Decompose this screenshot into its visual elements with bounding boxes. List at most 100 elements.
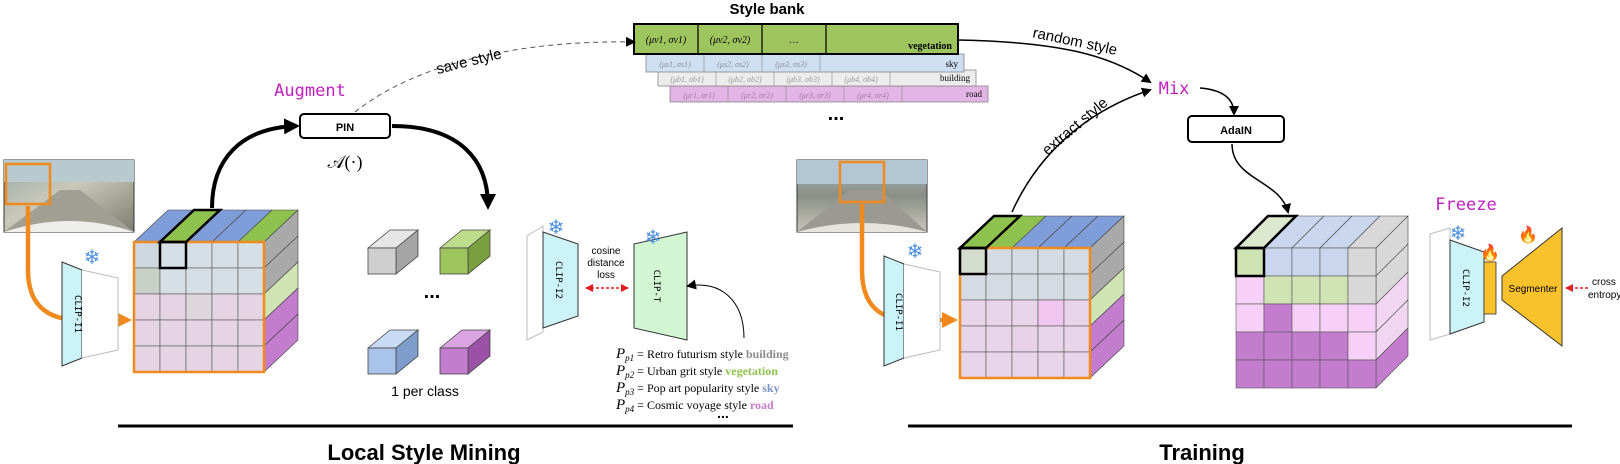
cube-cell bbox=[237, 319, 265, 347]
cube-cell bbox=[1291, 331, 1321, 361]
style-bank-row-vegetation: (μv1, σv1)(μv2, σv2)…vegetation bbox=[633, 23, 959, 55]
cube-cell bbox=[185, 319, 213, 347]
snowflake-icon: ❄ bbox=[1450, 223, 1467, 245]
style-bank-row-road: (μr1, σr1)(μr2, σr2)(μr3, σr3)(μr4, σr4)… bbox=[669, 85, 989, 103]
cube-cell bbox=[1263, 275, 1293, 305]
cube-cell bbox=[985, 351, 1013, 379]
cube-cell bbox=[1235, 331, 1265, 361]
style-bank-cell: (μv1, σv1) bbox=[646, 35, 687, 46]
clip-i1-encoder-right: CLIP-I1 bbox=[883, 255, 941, 367]
cube-cell bbox=[1063, 273, 1091, 301]
cube-cell bbox=[237, 241, 265, 269]
cube-cell bbox=[1319, 247, 1349, 277]
cube-cell bbox=[1347, 359, 1377, 389]
cube-cell bbox=[1319, 275, 1349, 305]
cube-cell bbox=[1347, 247, 1377, 277]
flame-icon: 🔥 bbox=[1518, 225, 1538, 244]
aug-fn-label: 𝒜(·) bbox=[327, 152, 362, 173]
cube-cell bbox=[1063, 325, 1091, 353]
style-bank-row-building: (μb1, σb1)(μb2, σb2)(μb3, σb3)(μb4, σb4)… bbox=[657, 69, 977, 87]
style-bank-cell: (μr1, σr1) bbox=[683, 91, 715, 100]
cube-cell bbox=[133, 319, 161, 347]
feature-cube-left bbox=[132, 208, 299, 374]
snowflake-icon: ❄ bbox=[645, 227, 662, 249]
cube-cell bbox=[185, 267, 213, 295]
cube-cell bbox=[1235, 359, 1265, 389]
class-style-cube bbox=[438, 329, 492, 375]
style-bank-row-label: sky bbox=[945, 59, 958, 69]
pin-box bbox=[299, 113, 391, 139]
extract-style-arrow bbox=[1011, 87, 1152, 213]
class-style-cube bbox=[366, 329, 420, 375]
style-bank-cell: (μr3, σr3) bbox=[799, 91, 831, 100]
cube-cell bbox=[133, 241, 161, 269]
clip-t-encoder: CLIP-T bbox=[633, 231, 688, 341]
cube-cell bbox=[985, 247, 1013, 275]
style-bank-cell: (μs1, σs1) bbox=[659, 60, 691, 69]
cube-cell bbox=[1347, 275, 1377, 305]
style-bank-cell: (μb3, σb3) bbox=[786, 75, 820, 84]
cube-cell bbox=[1263, 247, 1293, 277]
save-style-arrow bbox=[354, 36, 636, 113]
cube-cell bbox=[959, 299, 987, 327]
style-bank-cell: (μs2, σs2) bbox=[717, 60, 749, 69]
cube-cell bbox=[185, 293, 213, 321]
arrow-to-pin bbox=[210, 118, 300, 209]
cosine-label-1: cosine bbox=[592, 246, 621, 257]
snowflake-icon: ❄ bbox=[548, 217, 565, 239]
cross-entropy-label-1: cross bbox=[1592, 277, 1616, 288]
cube-cell bbox=[1037, 351, 1065, 379]
cube-cell bbox=[959, 325, 987, 353]
cube-front-frame bbox=[958, 246, 1092, 380]
clip-i1-label-left: CLIP-I1 bbox=[72, 295, 82, 333]
segmenter-label: Segmenter bbox=[1509, 284, 1559, 295]
section-label-right: Training bbox=[1159, 440, 1245, 464]
feature-cube-stylized bbox=[1232, 214, 1409, 389]
cube-cell bbox=[237, 345, 265, 373]
random-style-arrow bbox=[957, 39, 1152, 84]
style-bank-cell: (μs3, σs3) bbox=[775, 60, 807, 69]
prompt-line: Pp4 = Cosmic voyage style road bbox=[615, 397, 774, 414]
cube-cell bbox=[1291, 247, 1321, 277]
class-style-cube bbox=[438, 229, 492, 275]
clip-i1-label-right: CLIP-I1 bbox=[893, 293, 903, 331]
augment-label: Augment bbox=[274, 81, 346, 101]
cube-cell bbox=[1011, 325, 1039, 353]
arrow-from-pin bbox=[391, 124, 496, 210]
cube-cell bbox=[185, 345, 213, 373]
cube-cell bbox=[1263, 331, 1293, 361]
cube-cell bbox=[1347, 303, 1377, 333]
cube-cell bbox=[1235, 275, 1265, 305]
cube-cell bbox=[1037, 247, 1065, 275]
snowflake-icon: ❄ bbox=[84, 247, 101, 269]
style-bank-title: Style bank bbox=[729, 1, 805, 18]
cube-cell bbox=[159, 345, 187, 373]
cube-cell bbox=[1235, 247, 1265, 277]
style-bank-row-label: building bbox=[940, 73, 971, 83]
cube-cell bbox=[985, 325, 1013, 353]
cube-cell bbox=[1037, 325, 1065, 353]
prompt-line: Pp2 = Urban grit style vegetation bbox=[615, 363, 778, 380]
one-per-class-label: 1 per class bbox=[391, 383, 459, 399]
feature-cube-training bbox=[956, 214, 1125, 380]
source-image-left bbox=[3, 159, 135, 233]
adain-box bbox=[1187, 115, 1285, 143]
style-bank-cell: (μb1, σb1) bbox=[670, 75, 704, 84]
style-bank-row-sky: (μs1, σs1) (μs2, σs2) (μs3, σs3) sky bbox=[645, 53, 965, 73]
extract-style-label: extract style bbox=[1039, 94, 1111, 158]
cosine-label-2: distance bbox=[587, 258, 625, 269]
pin-label: PIN bbox=[336, 122, 354, 134]
style-bank-more: ... bbox=[828, 103, 845, 125]
style-bank-cell: (μr2, σr2) bbox=[741, 91, 773, 100]
clip-i2-label-left: CLIP-I2 bbox=[553, 261, 563, 299]
style-bank-cell: (μv2, σv2) bbox=[710, 35, 751, 46]
cube-cell bbox=[1063, 351, 1091, 379]
style-bank-rows: (μr1, σr1)(μr2, σr2)(μr3, σr3)(μr4, σr4)… bbox=[633, 23, 989, 103]
clip-i2-encoder-left: CLIP-I2 bbox=[526, 225, 579, 341]
cube-cell bbox=[211, 345, 239, 373]
cube-front-frame bbox=[132, 240, 266, 374]
cube-cell bbox=[133, 293, 161, 321]
class-style-cubes bbox=[366, 229, 492, 375]
section-label-left: Local Style Mining bbox=[327, 440, 520, 464]
